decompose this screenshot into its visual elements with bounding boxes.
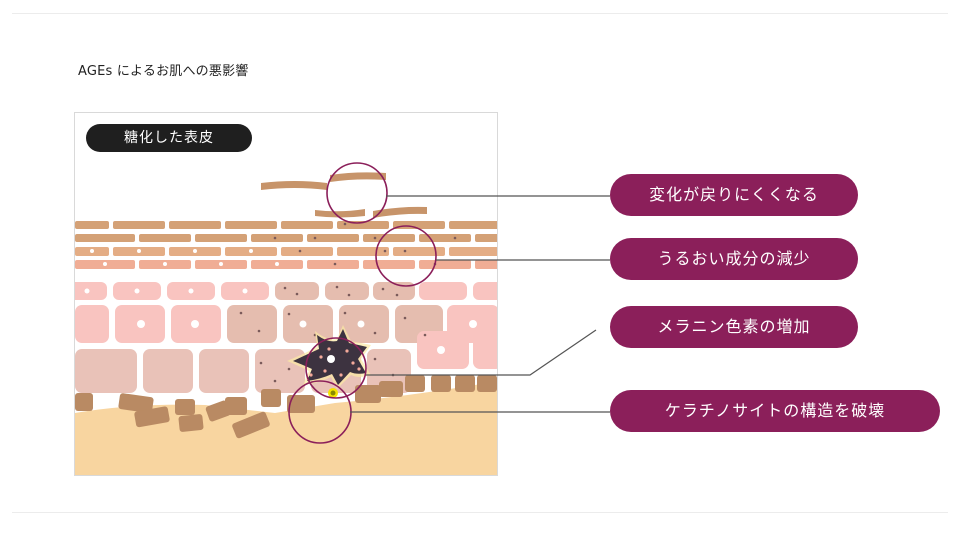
callout-moisture-loss: うるおい成分の減少 (610, 238, 858, 280)
skin-illustration-panel (74, 112, 498, 476)
top-divider (12, 13, 948, 14)
callout-keratinocyte-damage: ケラチノサイトの構造を破壊 (610, 390, 940, 432)
callout-melanin-increase: メラニン色素の増加 (610, 306, 858, 348)
page-title: AGEs によるお肌への悪影響 (78, 64, 249, 79)
glycated-epidermis-badge: 糖化した表皮 (86, 124, 252, 152)
skin-cross-section (75, 172, 497, 475)
callout-irreversible-change: 変化が戻りにくくなる (610, 174, 858, 216)
bottom-divider (12, 512, 948, 513)
